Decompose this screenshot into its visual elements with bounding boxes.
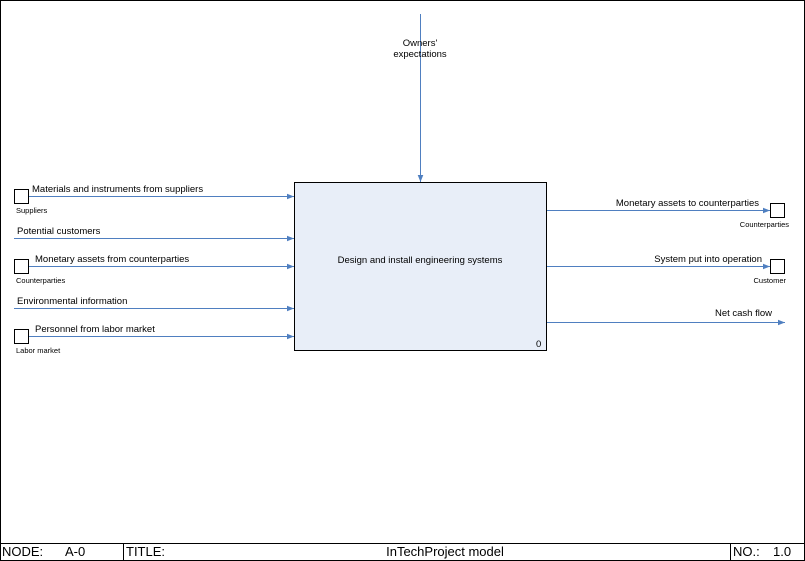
tunnel-label-counterparties-in: Counterparties: [16, 276, 66, 285]
input-label-monetary-assets: Monetary assets from counterparties: [35, 254, 190, 265]
control-label-line-2: expectations: [393, 49, 447, 60]
footer-divider-1: [123, 544, 124, 561]
tunnel-label-labor-market: Labor market: [16, 346, 61, 355]
tunnel-label-counterparties-out: Counterparties: [739, 220, 789, 229]
tunnel-box-customer: [770, 259, 785, 274]
control-label: Owners' expectations: [370, 38, 470, 60]
number-label: NO.:: [733, 544, 760, 559]
tunnel-box-counterparties-in: [14, 259, 29, 274]
tunnel-label-suppliers: Suppliers: [16, 206, 48, 215]
number-value: 1.0: [773, 544, 792, 559]
title-value: InTechProject model: [386, 544, 504, 559]
node-value: A-0: [65, 544, 86, 559]
title-block: NODE: A-0 TITLE: InTechProject model NO.…: [1, 543, 804, 561]
tunnel-box-counterparties-out: [770, 203, 785, 218]
tunnel-box-labor-market: [14, 329, 29, 344]
output-label-system-operation: System put into operation: [654, 254, 762, 265]
tunnel-label-customer: Customer: [753, 276, 786, 285]
output-label-monetary-assets: Monetary assets to counterparties: [615, 198, 759, 209]
input-label-potential-customers: Potential customers: [17, 226, 101, 237]
tunnel-box-suppliers: [14, 189, 29, 204]
title-label: TITLE:: [126, 544, 166, 559]
activity-box[interactable]: [294, 182, 547, 351]
activity-title: Design and install engineering systems: [337, 255, 503, 266]
footer-divider-2: [730, 544, 731, 561]
input-label-environmental-info: Environmental information: [17, 296, 128, 307]
control-label-line-1: Owners': [402, 38, 438, 49]
input-label-personnel: Personnel from labor market: [35, 324, 155, 335]
node-label: NODE:: [2, 544, 44, 559]
output-label-net-cash-flow: Net cash flow: [714, 308, 772, 319]
activity-number: 0: [536, 339, 542, 350]
input-label-materials: Materials and instruments from suppliers: [32, 184, 204, 195]
